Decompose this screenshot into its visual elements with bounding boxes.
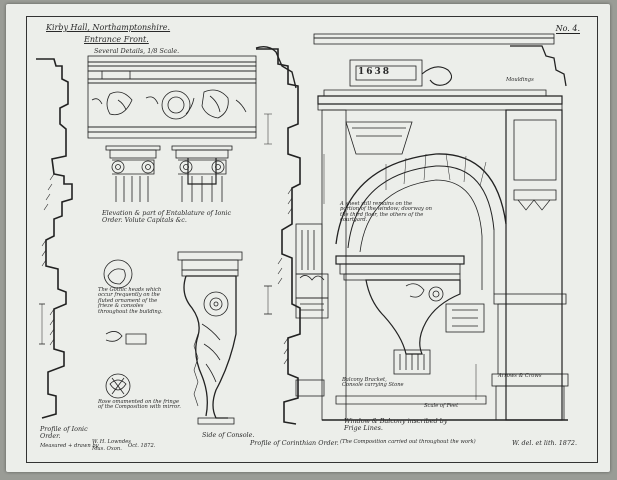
entablature-elevation — [87, 55, 257, 139]
ionic-capitals — [105, 145, 233, 202]
mouldings-profile — [510, 45, 567, 87]
label-arrows: Arrows & Crows — [498, 373, 542, 379]
label-measured-by: Measured + drawn by — [40, 443, 99, 449]
label-college: Mus. Oxon. — [92, 446, 122, 452]
label-window-balcony: Window & Balcony inscribed by Frige Line… — [344, 417, 448, 432]
drawing-sheet: Kirby Hall, Northamptonshire. Entrance F… — [6, 4, 610, 472]
note-centre: A sheet still remains on the portion of … — [340, 201, 432, 224]
console-side-view — [177, 251, 243, 425]
drawing-border — [26, 16, 598, 463]
label-side-console: Side of Console. — [202, 431, 255, 439]
label-mouldings: Mouldings — [506, 77, 534, 83]
architectural-drawing — [36, 33, 569, 425]
note-left: The Gothic heads which occur frequently … — [98, 287, 163, 315]
ionic-profile-outline — [36, 58, 73, 419]
sheet-scale: Several Details, 1/8 Scale. — [94, 47, 180, 55]
ionic-profile-hatch — [41, 173, 55, 346]
label-del-et-lith: W. del. et lith. 1872. — [512, 439, 578, 447]
label-author: W. H. Lowndes — [92, 439, 131, 445]
plate-number: No. 4. — [555, 24, 580, 34]
dimension-lines — [264, 113, 477, 400]
cornice-profile-top — [255, 45, 297, 89]
label-date-left: Oct. 1872. — [128, 443, 156, 449]
label-profile-ionic: Profile of Ionic Order. — [40, 425, 88, 440]
label-carved-note: (The Composition carried out throughout … — [340, 439, 476, 445]
window-balcony-elevation — [313, 33, 569, 421]
label-scale: Scale of Feet — [424, 403, 459, 409]
sheet-title: Kirby Hall, Northamptonshire. — [46, 23, 171, 32]
label-balcony-bracket: Balcony Bracket, Console carrying Stone — [342, 377, 404, 389]
label-entablature: Elevation & part of Entablature of Ionic… — [102, 209, 232, 224]
sheet-subtitle: Entrance Front. — [84, 35, 149, 44]
monogram-date: 1638 — [358, 67, 392, 77]
rose-ornaments — [103, 259, 147, 399]
note-lower-left: Rose omamented on the fringe of the Comp… — [98, 399, 181, 411]
label-profile-corinthian: Profile of Corinthian Order. — [250, 439, 339, 447]
corinthian-profile — [256, 48, 329, 425]
